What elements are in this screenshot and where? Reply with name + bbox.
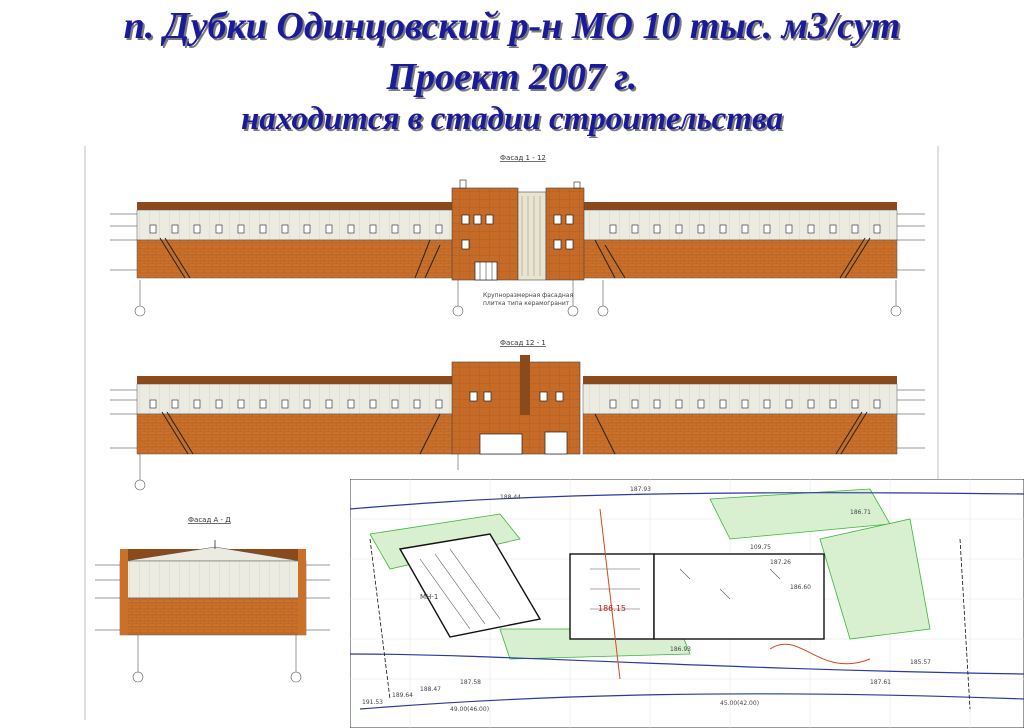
plan-label-4: 109.75 <box>750 544 771 551</box>
facade-a-d-title: Фасад А - Д <box>188 516 231 524</box>
plan-label-10: 189.64 <box>392 692 413 699</box>
title-line-3: находится в стадии строительства <box>240 101 784 137</box>
plan-label-5: 186.60 <box>790 584 811 591</box>
facade-note-line-2: плитка типа керамогранит <box>483 300 570 307</box>
plan-label-15: 186.93 <box>670 646 691 653</box>
facade-12-1 <box>110 355 925 491</box>
facade-drawings: Фасад 1 - 12 <box>84 146 939 720</box>
facade-12-1-title: Фасад 12 - 1 <box>500 339 546 347</box>
title-line-2: Проект 2007 г. <box>386 56 638 98</box>
site-plan: 188.44 187.93 186.15 109.75 186.60 186.7… <box>350 479 1024 728</box>
plan-label-11: 188.47 <box>420 686 441 693</box>
facade-1-12 <box>110 179 925 317</box>
facade-1-12-title: Фасад 1 - 12 <box>500 154 546 162</box>
plan-label-2: 187.93 <box>630 486 651 493</box>
plan-label-14: 45.00(42.00) <box>720 700 759 707</box>
facade-note-line-1: Крупноразмерная фасадная <box>483 292 573 299</box>
plan-label-1: 188.44 <box>500 494 521 501</box>
title-line-1: п. Дубки Одинцовский р-н МО 10 тыс. м3/с… <box>123 5 901 47</box>
plan-label-9: 191.53 <box>362 699 383 706</box>
facade-a-d <box>95 540 330 683</box>
plan-label-13: 49.00(46.00) <box>450 706 489 713</box>
plan-label-8: 185.57 <box>910 659 931 666</box>
plan-label-6: 186.71 <box>850 509 871 516</box>
plan-label-16: 187.61 <box>870 679 891 686</box>
plan-label-12: 187.58 <box>460 679 481 686</box>
plan-label-17: МН-1 <box>420 593 438 601</box>
plan-label-7: 187.26 <box>770 559 791 566</box>
plan-label-3: 186.15 <box>598 604 626 613</box>
